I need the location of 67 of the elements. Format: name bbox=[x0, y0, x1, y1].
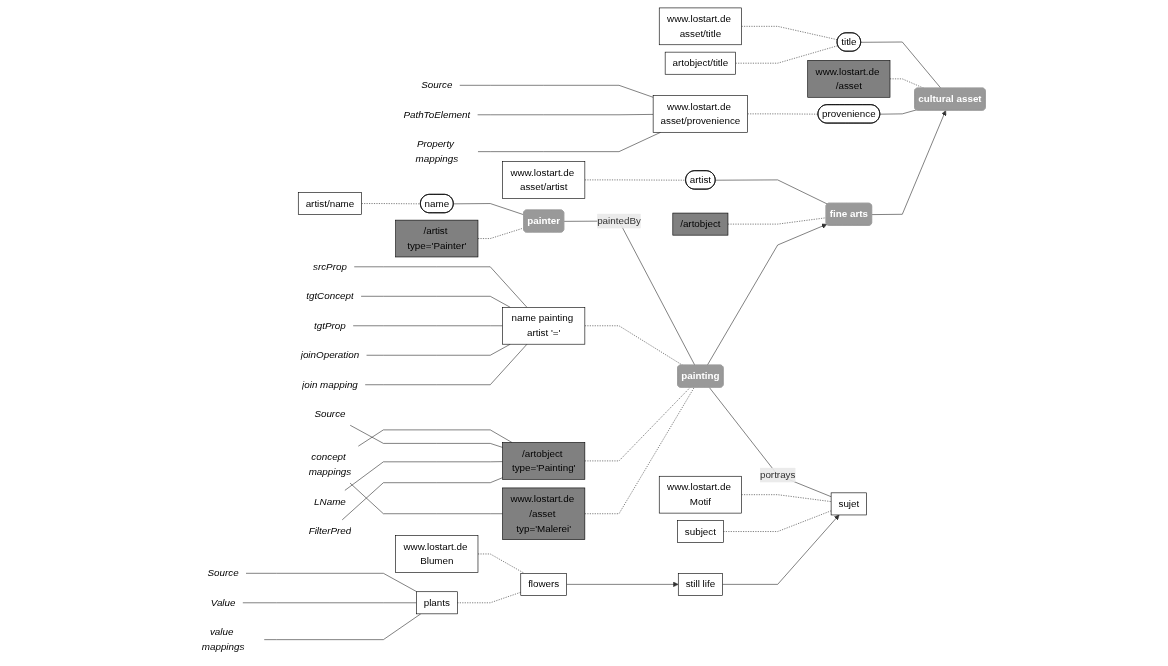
edge-label: paintedBy bbox=[597, 215, 642, 226]
node-text: Value bbox=[211, 597, 236, 608]
node-text: FilterPred bbox=[309, 525, 352, 536]
connector bbox=[353, 325, 504, 327]
connector bbox=[350, 482, 504, 515]
connector bbox=[741, 494, 832, 502]
connector bbox=[477, 114, 654, 116]
node-box: name painting artist '=' bbox=[502, 307, 586, 345]
node-text: srcProp bbox=[313, 261, 348, 272]
node-text: PathToElement bbox=[403, 109, 471, 120]
node-text: tgtConcept bbox=[306, 290, 355, 302]
connector bbox=[264, 613, 422, 640]
connector bbox=[361, 296, 511, 308]
connector bbox=[709, 387, 832, 497]
node-text: Source bbox=[421, 79, 453, 91]
node-box: sujet bbox=[831, 492, 868, 516]
connector bbox=[564, 220, 696, 366]
node-text: Source bbox=[314, 408, 346, 420]
connector bbox=[358, 429, 513, 447]
node-box: artist/name bbox=[298, 192, 363, 215]
node-text: Source bbox=[207, 567, 240, 579]
connector bbox=[365, 343, 528, 386]
node-box: www.lostart.de asset/title bbox=[659, 7, 743, 46]
connector bbox=[728, 217, 828, 225]
connector bbox=[361, 203, 422, 205]
node-box: www.lostart.de Motif bbox=[659, 475, 743, 514]
node-box: www.lostart.de /asset typ='Malerei' bbox=[502, 487, 586, 540]
node-text: LName bbox=[314, 495, 347, 507]
connector bbox=[350, 424, 504, 448]
connector bbox=[366, 343, 511, 356]
node-text: joinOperation bbox=[301, 349, 360, 361]
connector bbox=[584, 387, 695, 515]
node-text: concept mappings bbox=[309, 451, 352, 477]
node-text: join mapping bbox=[302, 379, 359, 390]
node-box: www.lostart.de asset/provenience bbox=[653, 95, 749, 133]
connector bbox=[880, 109, 917, 115]
node-box: subject bbox=[677, 520, 724, 543]
node-box: /artobject type='Painting' bbox=[502, 442, 586, 480]
node-text: tgtProp bbox=[314, 320, 347, 331]
connector bbox=[715, 179, 829, 205]
connector bbox=[478, 227, 525, 239]
edge-label: portrays bbox=[760, 469, 796, 480]
connector bbox=[584, 387, 691, 462]
connector bbox=[342, 477, 504, 521]
node-text: Property mappings bbox=[415, 138, 459, 164]
connector bbox=[344, 461, 504, 491]
connector bbox=[741, 26, 839, 41]
connector bbox=[861, 41, 942, 89]
connector bbox=[459, 85, 654, 98]
node-box: flowers bbox=[520, 573, 568, 596]
node-box: www.lostart.de asset/artist bbox=[502, 161, 586, 199]
connector bbox=[246, 573, 418, 593]
node-text: value mappings bbox=[202, 626, 245, 652]
connector bbox=[747, 113, 819, 115]
connector bbox=[453, 203, 525, 216]
connector bbox=[890, 78, 925, 89]
node-box: plants bbox=[416, 591, 458, 615]
node-box: /artobject bbox=[672, 212, 729, 236]
node-box: artobject/title bbox=[665, 51, 737, 75]
node-box: still life bbox=[678, 573, 724, 596]
node-box: /artist type='Painter' bbox=[395, 219, 479, 258]
connector bbox=[478, 553, 525, 574]
node-box: www.lostart.de Blumen bbox=[395, 535, 479, 573]
node-box: www.lostart.de /asset bbox=[807, 60, 891, 98]
connector bbox=[242, 602, 417, 604]
connector bbox=[723, 510, 832, 532]
connector bbox=[354, 266, 528, 308]
